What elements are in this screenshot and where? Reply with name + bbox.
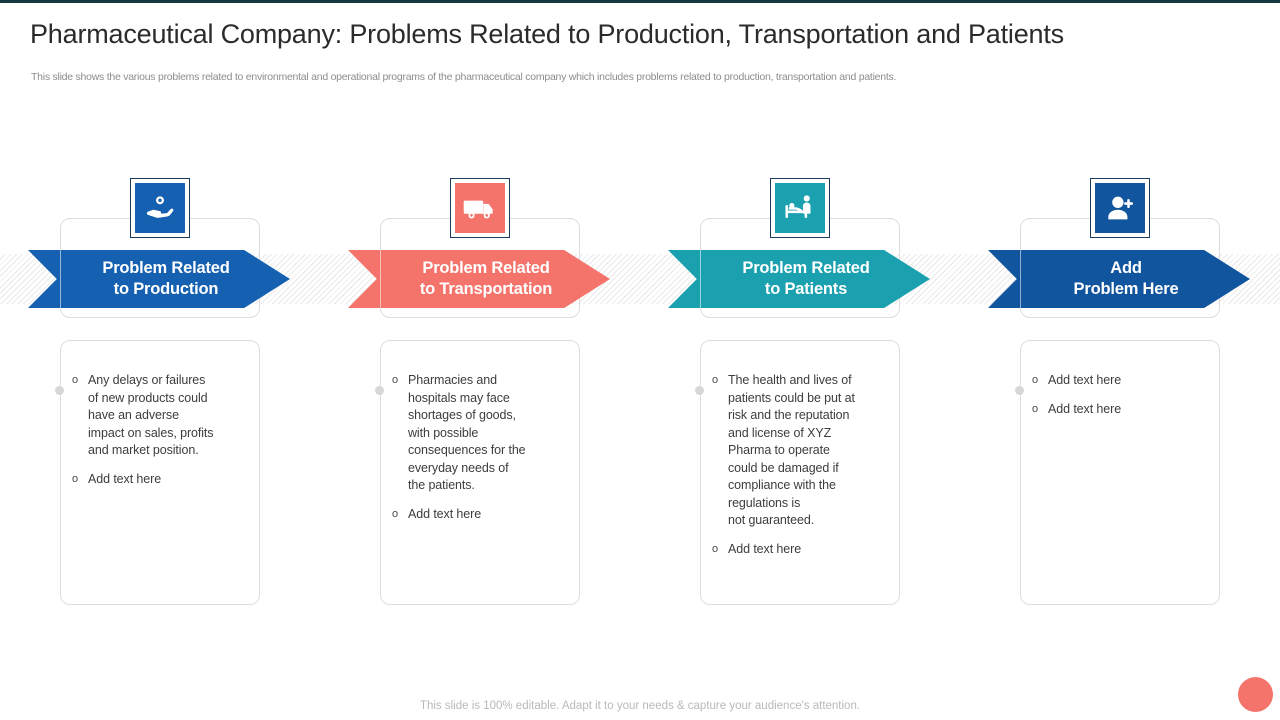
detail-card [380, 340, 580, 605]
stage-icon-tile [770, 178, 830, 238]
stage-banner-add-problem[interactable]: Add Problem Here [988, 250, 1250, 308]
banner-tick [60, 250, 61, 308]
bullet-text: Pharmacies and hospitals may face shorta… [408, 373, 526, 492]
list-item: o Add text here [72, 471, 252, 489]
stage-column-transportation: Problem Related to Transportation [320, 150, 640, 630]
bullet-marker: o [1032, 374, 1039, 386]
connector-dot [695, 386, 704, 395]
list-item: o Add text here [392, 506, 572, 524]
stage-banner-label: Add Problem Here [1073, 258, 1179, 298]
bullet-list: o Add text here o Add text here [1032, 372, 1212, 429]
stage-column-add-problem: Add Problem Here o Add text here [960, 150, 1280, 630]
stage-icon-tile [130, 178, 190, 238]
banner-tick [1020, 250, 1021, 308]
banner-tick [380, 250, 381, 308]
add-user-icon [1095, 183, 1145, 233]
stage-banner-patients[interactable]: Problem Related to Patients [668, 250, 930, 308]
bullet-marker: o [712, 374, 719, 386]
hand-holding-gear-icon [135, 183, 185, 233]
corner-decoration-dot [1238, 677, 1273, 712]
connector-dot [55, 386, 64, 395]
connector-dot [1015, 386, 1024, 395]
bullet-text: The health and lives of patients could b… [728, 373, 855, 527]
list-item: o Add text here [1032, 372, 1212, 390]
bullet-marker: o [392, 507, 399, 520]
stage-banner-label: Problem Related to Transportation [419, 258, 553, 298]
bullet-list: o The health and lives of patients could… [712, 372, 892, 569]
page-title: Pharmaceutical Company: Problems Related… [30, 19, 1064, 49]
bullet-list: o Any delays or failures of new products… [72, 372, 252, 499]
stage-icon-tile [450, 178, 510, 238]
stage-banner-label: Problem Related to Patients [742, 258, 870, 298]
list-item: o The health and lives of patients could… [712, 372, 892, 530]
stage-banner-transportation[interactable]: Problem Related to Transportation [348, 250, 610, 308]
bullet-text: Add text here [408, 506, 482, 521]
stage-column-production: Problem Related to Production o Any dela… [0, 150, 320, 630]
footer-note: This slide is 100% editable. Adapt it to… [419, 700, 861, 712]
stage-icon-tile [1090, 178, 1150, 238]
patient-in-bed-icon [775, 183, 825, 233]
list-item: o Pharmacies and hospitals may face shor… [392, 372, 572, 495]
list-item: o Add text here [1032, 401, 1212, 419]
bullet-text: Add text here [1048, 401, 1122, 416]
bullet-text: Any delays or failures of new products c… [88, 373, 214, 457]
detail-card [60, 340, 260, 605]
list-item: o Add text here [712, 541, 892, 559]
stage-banner-label: Problem Related to Production [102, 258, 230, 298]
bullet-marker: o [712, 542, 719, 555]
top-rule [0, 0, 1280, 3]
connector-dot [375, 386, 384, 395]
detail-card [700, 340, 900, 605]
bullet-marker: o [392, 374, 399, 386]
bullet-text: Add text here [728, 541, 802, 556]
bullet-marker: o [1032, 402, 1039, 415]
list-item: o Any delays or failures of new products… [72, 372, 252, 460]
bullet-marker: o [72, 472, 79, 485]
bullet-marker: o [72, 374, 79, 386]
banner-tick [700, 250, 701, 308]
stage-banner-production[interactable]: Problem Related to Production [28, 250, 290, 308]
detail-card [1020, 340, 1220, 605]
bullet-text: Add text here [1048, 373, 1122, 387]
page-subtitle: This slide shows the various problems re… [31, 71, 897, 83]
bullet-text: Add text here [88, 471, 162, 486]
process-diagram: Problem Related to Production o Any dela… [0, 150, 1280, 630]
bullet-list: o Pharmacies and hospitals may face shor… [392, 372, 572, 534]
delivery-truck-icon [455, 183, 505, 233]
stage-column-patients: Problem Related to Patients [640, 150, 960, 630]
